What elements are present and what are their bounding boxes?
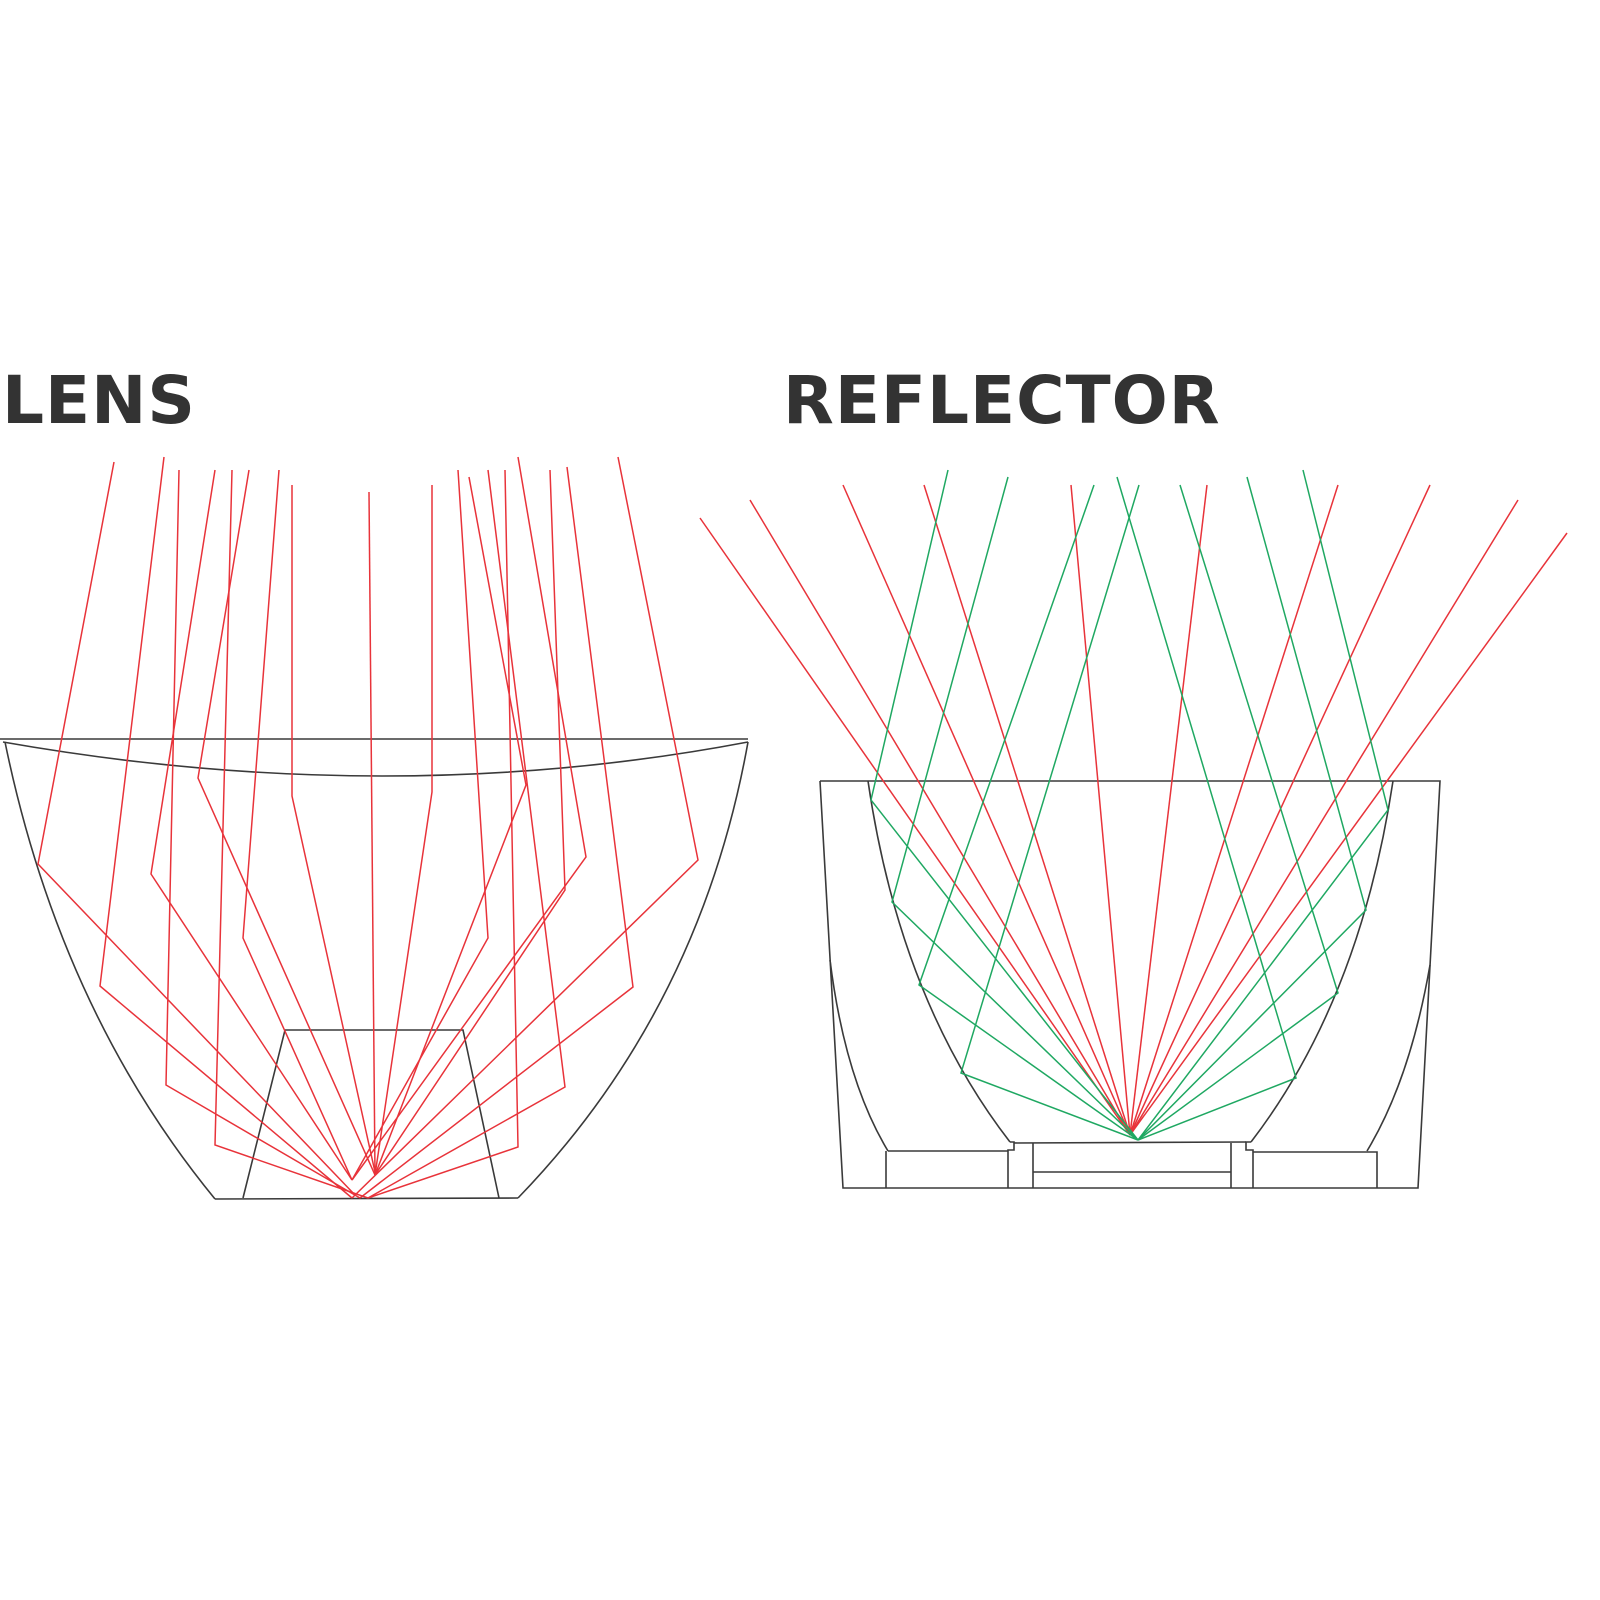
lens-light-ray	[37, 461, 356, 1196]
direct-light-ray	[1129, 499, 1519, 1136]
lens-rays	[37, 456, 699, 1199]
left-step	[1007, 1141, 1015, 1188]
reflected-light-ray	[1137, 476, 1367, 1141]
lens-light-ray	[165, 469, 361, 1199]
lens-light-ray	[368, 491, 376, 1176]
direct-light-ray	[699, 517, 1131, 1136]
reflected-light-ray	[918, 484, 1139, 1141]
lens-light-ray	[374, 476, 527, 1176]
direct-light-ray	[749, 499, 1131, 1136]
lens-light-ray	[351, 456, 587, 1181]
direct-light-ray	[1129, 484, 1339, 1136]
housing-left-curve	[829, 959, 889, 1152]
lens-outline	[0, 738, 749, 1200]
reflector-housing	[819, 780, 1441, 1189]
right-ledge	[1253, 1151, 1378, 1188]
reflector-right-curve	[1250, 780, 1394, 1143]
lens-left-wall	[4, 741, 216, 1200]
housing-right-curve	[1366, 964, 1431, 1152]
lens-light-ray	[374, 469, 566, 1176]
reflected-light-ray	[960, 484, 1140, 1141]
direct-light-ray	[1129, 484, 1208, 1136]
reflected-light-ray	[1116, 476, 1297, 1141]
lens-light-ray	[374, 485, 433, 1176]
lens-light-ray	[150, 469, 353, 1181]
lens-light-ray	[367, 469, 566, 1199]
reflector-title: REFLECTOR	[783, 362, 1221, 439]
lens-light-ray	[242, 469, 353, 1181]
lens-title: LENS	[2, 362, 196, 439]
lens-light-ray	[197, 469, 376, 1176]
direct-light-ray	[923, 484, 1131, 1136]
emitter-top	[1013, 1141, 1247, 1144]
reflected-light-ray	[870, 469, 1139, 1141]
lens-light-ray	[351, 456, 699, 1199]
reflector-outline	[819, 780, 1441, 1189]
direct-light-ray	[1129, 484, 1431, 1136]
reflected-light-ray	[891, 476, 1139, 1141]
reflector-left-curve	[867, 780, 1011, 1143]
reflector-rays	[699, 469, 1568, 1141]
reflected-light-ray	[1137, 469, 1389, 1141]
lens-light-ray	[351, 469, 489, 1181]
lens-light-ray	[291, 485, 376, 1173]
lens-right-wall	[517, 741, 749, 1199]
reflected-light-ray	[1137, 484, 1339, 1141]
lens-base	[214, 1197, 519, 1200]
lens-light-ray	[367, 469, 519, 1199]
lens-light-ray	[99, 456, 353, 1199]
direct-light-ray	[842, 484, 1131, 1136]
lens-inner-cavity	[242, 1029, 500, 1199]
direct-light-ray	[1070, 484, 1131, 1136]
right-step	[1245, 1141, 1254, 1188]
direct-light-ray	[1129, 532, 1568, 1136]
lens-light-ray	[214, 469, 369, 1199]
lens-curved-surface	[2, 741, 749, 777]
lens-light-ray	[359, 466, 634, 1199]
